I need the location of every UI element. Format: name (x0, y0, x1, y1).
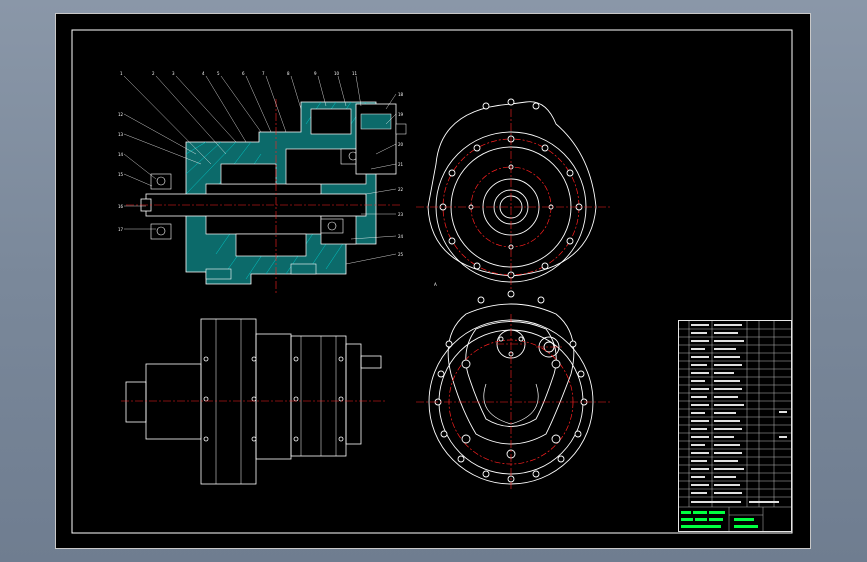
svg-text:14: 14 (118, 152, 124, 157)
svg-text:8: 8 (287, 71, 290, 76)
svg-text:1: 1 (120, 71, 123, 76)
svg-text:23: 23 (398, 212, 404, 217)
title-block-grid (679, 321, 791, 531)
svg-text:10: 10 (334, 71, 340, 76)
sheet-border (71, 29, 793, 534)
title-block (678, 320, 792, 532)
side-view (125, 318, 382, 485)
front-view-top (427, 98, 597, 283)
svg-text:22: 22 (398, 187, 404, 192)
svg-text:18: 18 (398, 92, 404, 97)
svg-text:13: 13 (118, 132, 124, 137)
svg-text:21: 21 (398, 162, 404, 167)
svg-text:25: 25 (398, 252, 404, 257)
svg-text:6: 6 (242, 71, 245, 76)
svg-text:2: 2 (152, 71, 155, 76)
svg-text:11: 11 (352, 71, 358, 76)
svg-text:16: 16 (118, 204, 124, 209)
svg-text:4: 4 (202, 71, 205, 76)
svg-text:24: 24 (398, 234, 404, 239)
svg-text:19: 19 (398, 112, 404, 117)
svg-text:5: 5 (217, 71, 220, 76)
svg-text:17: 17 (118, 227, 124, 232)
svg-text:7: 7 (262, 71, 265, 76)
svg-text:A: A (434, 282, 437, 287)
svg-text:9: 9 (314, 71, 317, 76)
svg-text:12: 12 (118, 112, 124, 117)
svg-text:3: 3 (172, 71, 175, 76)
svg-text:15: 15 (118, 172, 124, 177)
svg-text:20: 20 (398, 142, 404, 147)
